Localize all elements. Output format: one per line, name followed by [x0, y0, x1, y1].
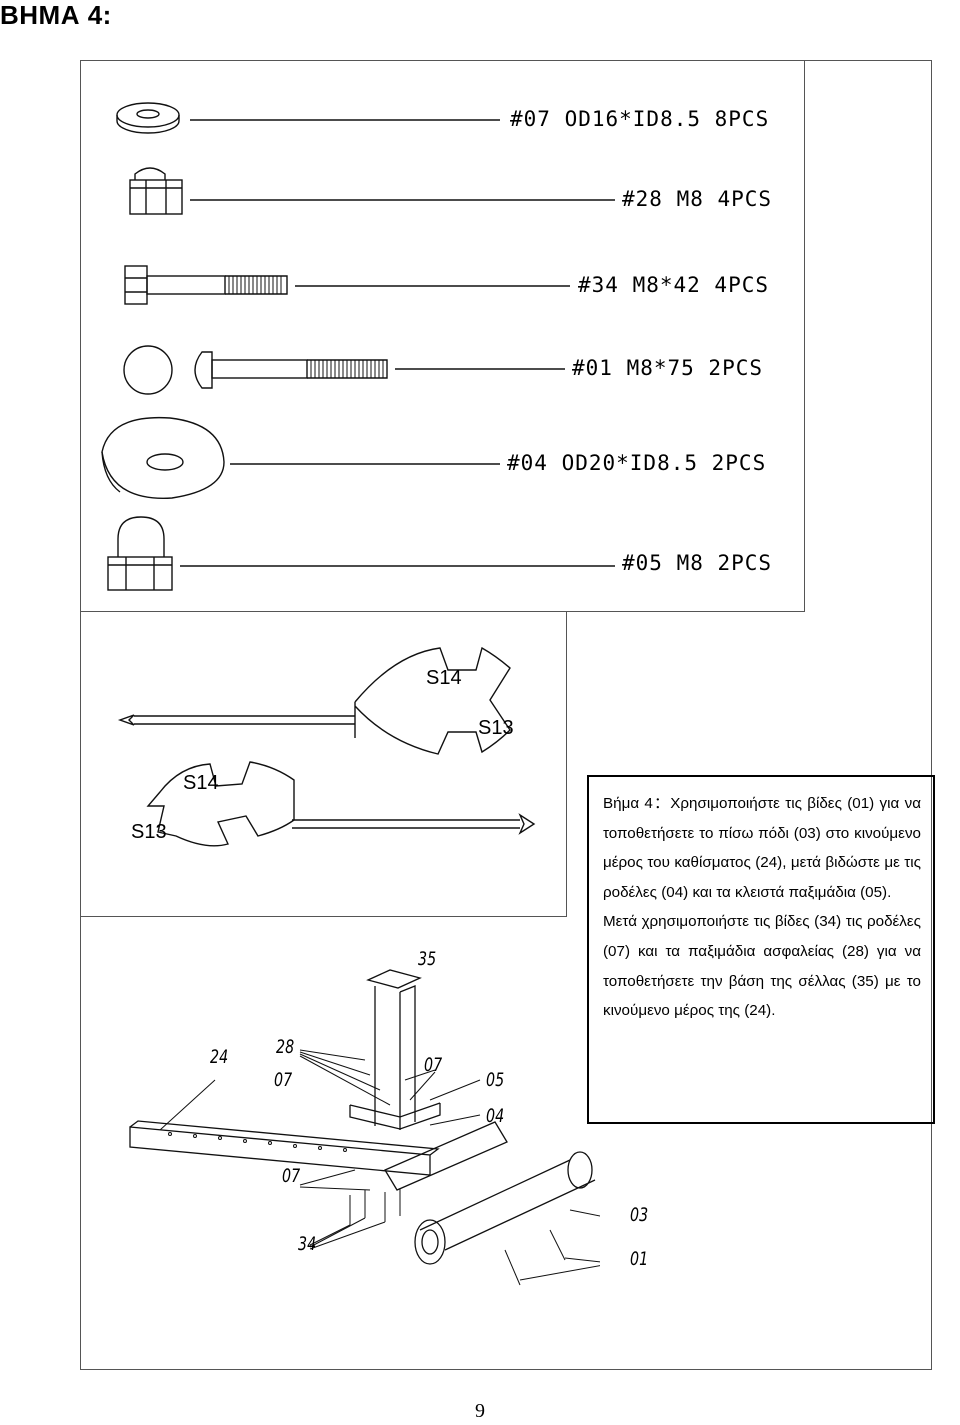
- part-label-07-bottom: 07: [282, 1165, 301, 1187]
- rear-leg-part: [414, 1151, 596, 1265]
- assembly-diagram: [129, 969, 600, 1286]
- hex-bolt-icon: [124, 265, 288, 305]
- hardware-label-07: #07 OD16*ID8.5 8PCS: [510, 107, 770, 131]
- instruction-paragraph-2: Μετά χρησιμοποιήστε τις βίδες (34) τις ρ…: [603, 913, 921, 1020]
- spanner-top-label-s14: S14: [426, 667, 462, 689]
- part-label-01: 01: [630, 1248, 649, 1270]
- pivot-plate-part: [384, 1121, 508, 1191]
- spanner-bottom-label-s14: S14: [183, 772, 219, 794]
- lock-nut-icon: [129, 167, 183, 215]
- part-label-03: 03: [630, 1204, 649, 1226]
- hardware-label-05: #05 M8 2PCS: [622, 551, 773, 575]
- curved-washer-icon: [101, 416, 225, 499]
- part-label-35: 35: [418, 948, 437, 970]
- hardware-illustrations: [101, 102, 615, 591]
- spanner-bottom-label-s13: S13: [131, 821, 167, 843]
- part-label-07-right: 07: [424, 1054, 443, 1076]
- bolts-part: [349, 1188, 566, 1286]
- part-label-05: 05: [486, 1069, 505, 1091]
- leader-lines: [159, 1049, 600, 1281]
- spanner-illustrations: [117, 646, 536, 847]
- spanner-top-icon: [117, 646, 511, 755]
- instruction-paragraph-1: Βήμα 4：Χρησιμοποιήστε τις βίδες (01) για…: [603, 795, 921, 901]
- hardware-label-28: #28 M8 4PCS: [622, 187, 773, 211]
- washer-icon: [116, 102, 180, 134]
- step-title: ΒΗΜΑ 4:: [0, 0, 112, 30]
- seat-bracket-part: [349, 969, 441, 1130]
- carriage-bolt-icon: [123, 345, 388, 395]
- part-label-34: 34: [298, 1233, 317, 1255]
- tools-panel: [80, 612, 567, 917]
- cap-nut-icon: [107, 516, 173, 591]
- page-number: 9: [475, 1400, 485, 1422]
- instructions-box: Βήμα 4：Χρησιμοποιήστε τις βίδες (01) για…: [587, 775, 935, 1124]
- part-label-28: 28: [276, 1036, 295, 1058]
- hardware-label-04: #04 OD20*ID8.5 2PCS: [507, 451, 767, 475]
- hardware-label-01: #01 M8*75 2PCS: [572, 356, 764, 380]
- hardware-panel: [80, 60, 805, 612]
- spanner-top-label-s13: S13: [478, 717, 514, 739]
- page-frame: [80, 60, 932, 1370]
- part-label-24: 24: [210, 1046, 229, 1068]
- part-label-04: 04: [486, 1105, 505, 1127]
- hardware-label-34: #34 M8*42 4PCS: [578, 273, 770, 297]
- part-label-07-left: 07: [274, 1069, 293, 1091]
- spanner-bottom-icon: [146, 761, 536, 847]
